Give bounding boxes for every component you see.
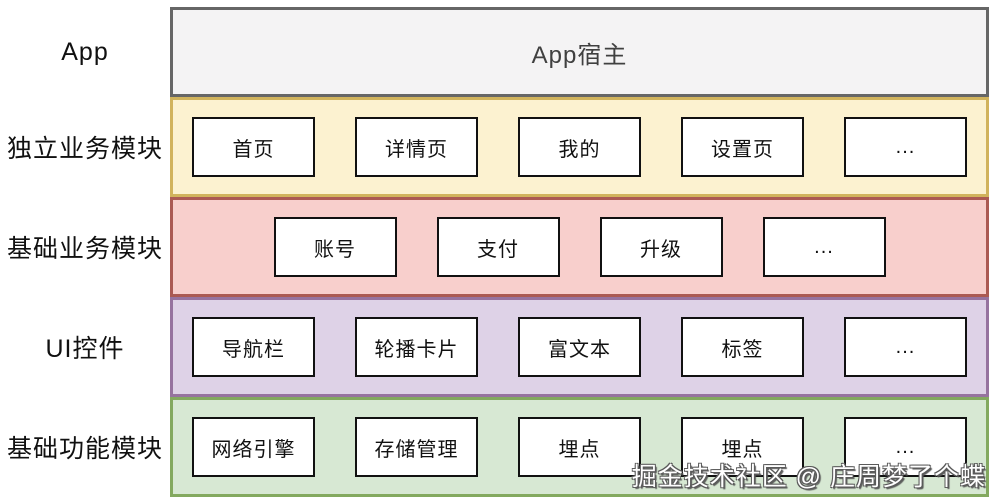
module-box-storage-management: 存储管理 <box>355 417 478 477</box>
watermark-text: 掘金技术社区 @ 庄周梦了个蝶 <box>631 463 986 491</box>
module-box-home: 首页 <box>192 117 315 177</box>
layer-label-independent-modules: 独立业务模块 <box>6 135 163 163</box>
layer-label-ui-controls: UI控件 <box>45 335 125 363</box>
module-box-rich-text: 富文本 <box>518 317 641 377</box>
base-function-modules-band: 网络引擎 存储管理 埋点 埋点 ... <box>170 397 989 497</box>
module-box-detail-page: 详情页 <box>355 117 478 177</box>
layer-row-ui-controls: UI控件 导航栏 轮播卡片 富文本 标签 ... <box>0 297 992 397</box>
layer-label-app: App <box>61 37 109 66</box>
app-host-band: App宿主 <box>170 7 989 97</box>
module-box-ellipsis: ... <box>844 117 967 177</box>
ui-controls-band: 导航栏 轮播卡片 富文本 标签 ... <box>170 297 989 397</box>
app-host-title: App宿主 <box>531 41 628 69</box>
layer-row-independent-modules: 独立业务模块 首页 详情页 我的 设置页 ... <box>0 97 992 197</box>
module-box-settings-page: 设置页 <box>681 117 804 177</box>
module-box-tag: 标签 <box>681 317 804 377</box>
module-box-carousel-card: 轮播卡片 <box>355 317 478 377</box>
module-box-payment: 支付 <box>436 217 560 277</box>
module-box-tracking: 埋点 <box>518 417 641 477</box>
base-business-modules-band: 账号 支付 升级 ... <box>170 197 989 297</box>
module-box-navbar: 导航栏 <box>192 317 315 377</box>
layer-label-base-function-modules: 基础功能模块 <box>6 435 163 463</box>
layer-row-base-business-modules: 基础业务模块 账号 支付 升级 ... <box>0 197 992 297</box>
module-box-upgrade: 升级 <box>599 217 723 277</box>
layer-row-base-function-modules: 基础功能模块 网络引擎 存储管理 埋点 埋点 ... <box>0 397 992 497</box>
module-box-tracking-2: 埋点 <box>681 417 804 477</box>
independent-modules-band: 首页 详情页 我的 设置页 ... <box>170 97 989 197</box>
module-box-ellipsis: ... <box>844 417 967 477</box>
layer-label-base-business-modules: 基础业务模块 <box>6 235 163 263</box>
module-box-account: 账号 <box>273 217 397 277</box>
module-box-ellipsis: ... <box>844 317 967 377</box>
module-box-mine: 我的 <box>518 117 641 177</box>
module-box-network-engine: 网络引擎 <box>192 417 315 477</box>
layer-row-host: App App宿主 <box>0 7 992 97</box>
module-box-ellipsis: ... <box>762 217 886 277</box>
